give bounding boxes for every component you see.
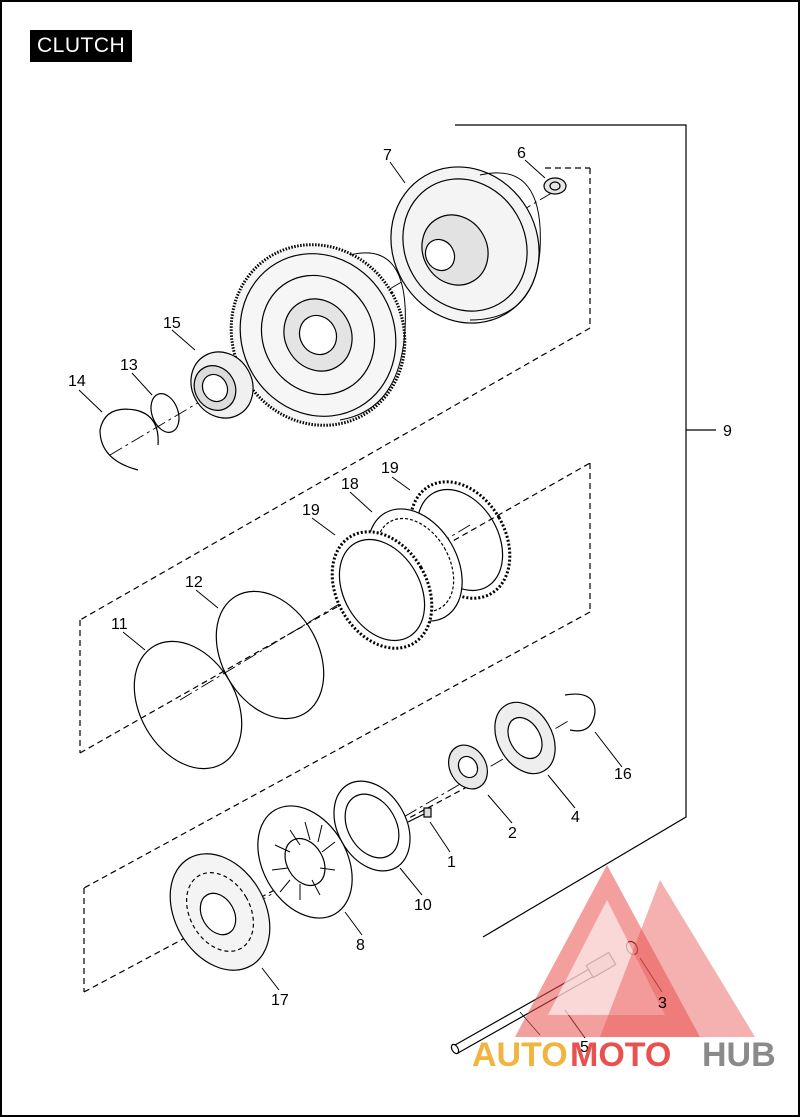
part-19-friction-plate-front: [330, 530, 434, 650]
part-6-bushing: [543, 177, 567, 195]
callout-19-bottom: 19: [302, 502, 320, 519]
watermark-text: AUTO MOTO HUB: [472, 1036, 776, 1074]
callout-18: 18: [341, 476, 359, 493]
callout-12: 12: [185, 574, 203, 591]
part-7-clutch-hub: [390, 166, 541, 324]
callout-7: 7: [383, 147, 392, 164]
callout-10: 10: [414, 897, 432, 914]
callout-16: 16: [614, 766, 632, 783]
callout-2: 2: [508, 825, 517, 842]
callout-8: 8: [356, 937, 365, 954]
part-17-spring-plate: [169, 853, 271, 971]
diagram-title: CLUTCH: [30, 30, 133, 62]
watermark-moto: MOTO: [570, 1036, 671, 1074]
callout-19-top: 19: [381, 460, 399, 477]
callout-6: 6: [517, 145, 526, 162]
callout-5: 5: [580, 1039, 589, 1056]
callout-1: 1: [447, 854, 456, 871]
part-11-o-ring: [133, 640, 243, 770]
callout-4: 4: [571, 809, 580, 826]
callout-14: 14: [68, 373, 86, 390]
callout-17: 17: [271, 992, 289, 1009]
watermark-auto: AUTO: [472, 1036, 568, 1074]
part-8-diaphragm-spring: [257, 805, 353, 919]
part-14-retaining-ring: [99, 408, 159, 471]
part-13-snap-ring: [150, 393, 180, 433]
callout-3: 3: [658, 995, 667, 1012]
callout-15: 15: [163, 315, 181, 332]
part-16-retaining-ring: [564, 693, 596, 732]
callout-13: 13: [120, 357, 138, 374]
part-2-bearing: [448, 744, 488, 790]
callout-9: 9: [723, 423, 732, 440]
part-4-release-plate: [494, 701, 556, 775]
part-12-o-ring: [215, 590, 325, 720]
part-9-clutch-shell: [229, 243, 407, 427]
part-1-adjusting-screw: [407, 807, 432, 823]
callout-11: 11: [111, 616, 128, 633]
watermark-logo: [515, 865, 755, 1037]
assembly-bracket: [455, 124, 687, 938]
watermark-hub: HUB: [702, 1036, 776, 1074]
part-15-bearing: [190, 351, 254, 419]
